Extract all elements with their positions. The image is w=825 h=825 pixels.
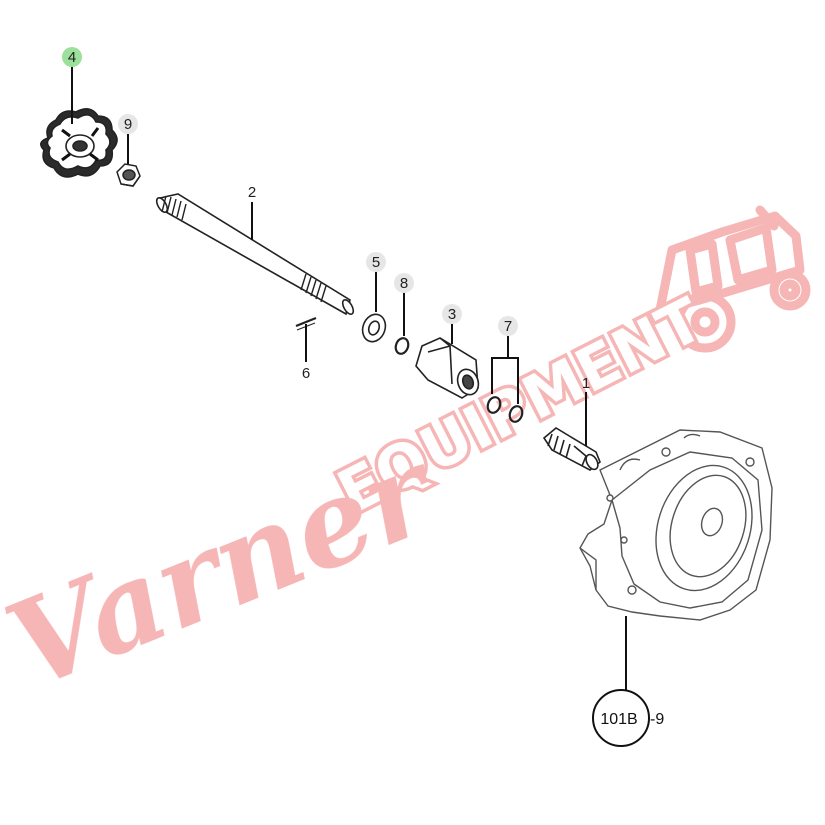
callout-2-label: 2 — [248, 184, 256, 201]
callout-5: 5 — [366, 252, 386, 272]
reference-callout: 101B -9 — [592, 689, 664, 747]
callout-4-label: 4 — [68, 49, 76, 66]
reference-suffix: -9 — [650, 711, 664, 728]
callout-9-bubble — [118, 114, 138, 134]
part-5-washer — [361, 313, 387, 343]
callout-7: 7 — [498, 316, 518, 336]
callout-9-label: 9 — [124, 116, 132, 133]
watermark-varner: Varner — [0, 418, 458, 716]
part-2-shaft — [155, 193, 355, 316]
callout-7-bubble — [498, 316, 518, 336]
callout-6: 6 — [302, 365, 310, 382]
callout-1: 1 — [582, 375, 590, 392]
callout-3-bubble — [442, 304, 462, 324]
callout-9: 9 — [118, 114, 138, 134]
callout-1-label: 1 — [582, 375, 590, 392]
part-1-fitting — [542, 427, 601, 471]
callout-6-label: 6 — [302, 365, 310, 382]
reference-code: 101B — [600, 711, 637, 728]
callout-5-bubble — [366, 252, 386, 272]
reference-circle — [592, 689, 650, 747]
callout-8-label: 8 — [400, 275, 408, 292]
callout-2: 2 — [248, 184, 256, 201]
leader-lines — [71, 66, 627, 690]
callout-8-bubble — [394, 273, 414, 293]
part-4-knob — [40, 108, 118, 178]
part-9-nut — [116, 163, 141, 187]
callout-3: 3 — [442, 304, 462, 324]
part-8-oring — [394, 337, 410, 355]
callout-8: 8 — [394, 273, 414, 293]
callout-7-label: 7 — [504, 318, 512, 335]
callout-4: 4 — [62, 47, 82, 67]
callout-5-label: 5 — [372, 254, 380, 271]
callout-4-highlight — [62, 47, 82, 67]
callout-3-label: 3 — [448, 306, 456, 323]
pump-housing — [579, 429, 773, 621]
part-7-orings — [486, 396, 524, 423]
tractor-icon — [655, 205, 811, 353]
part-3-bushing — [415, 337, 480, 399]
